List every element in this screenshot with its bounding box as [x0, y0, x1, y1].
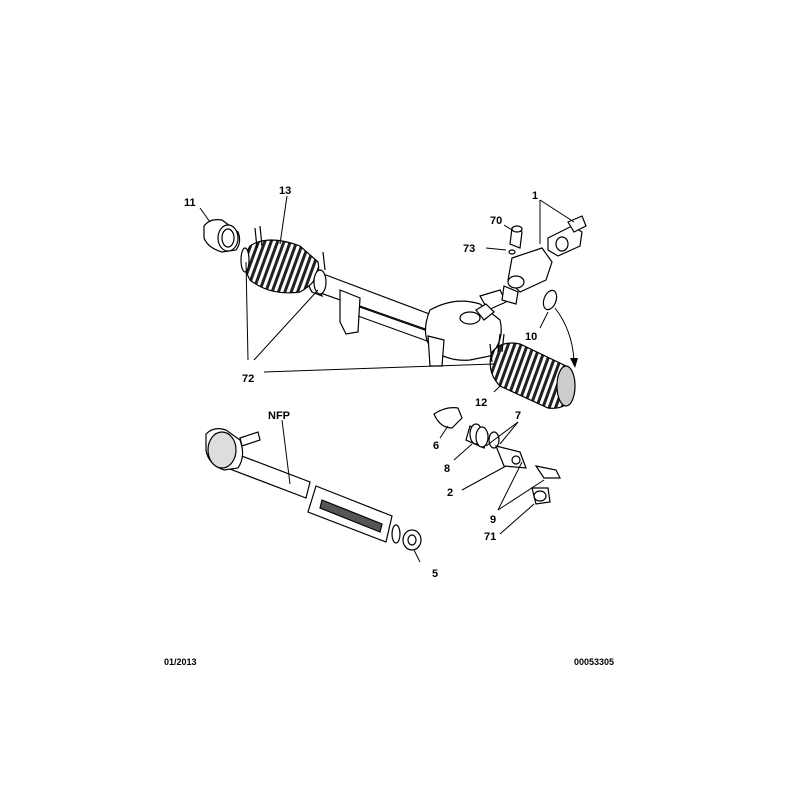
callout-9: 9 [490, 514, 496, 526]
callout-8: 8 [444, 463, 450, 475]
callout-13: 13 [279, 185, 291, 197]
callout-6: 6 [433, 440, 439, 452]
callout-70: 70 [490, 215, 502, 227]
callout-1: 1 [532, 190, 538, 202]
callout-72: 72 [242, 373, 254, 385]
footer-date: 01/2013 [164, 657, 197, 667]
callout-2: 2 [447, 487, 453, 499]
yoke-plunger-set [433, 407, 561, 505]
callout-7: 7 [515, 410, 521, 422]
callout-5: 5 [432, 568, 438, 580]
tie-rod-end-11 [203, 219, 241, 253]
right-boot-12 [489, 333, 576, 409]
rack-bar-nfp [205, 428, 422, 551]
rack-housing [307, 269, 507, 367]
callout-11: 11 [184, 197, 196, 209]
callout-73: 73 [463, 243, 475, 255]
callout-12: 12 [475, 397, 487, 409]
callout-nfp: NFP [268, 410, 290, 422]
pinion-assembly-1 [501, 215, 587, 368]
leader-lines [199, 195, 575, 563]
callout-labels: 11 13 1 70 73 10 72 12 NFP 7 6 8 2 9 71 … [184, 185, 538, 580]
footer-reference-number: 00053305 [574, 657, 615, 667]
callout-71: 71 [484, 531, 496, 543]
callout-10: 10 [525, 331, 537, 343]
